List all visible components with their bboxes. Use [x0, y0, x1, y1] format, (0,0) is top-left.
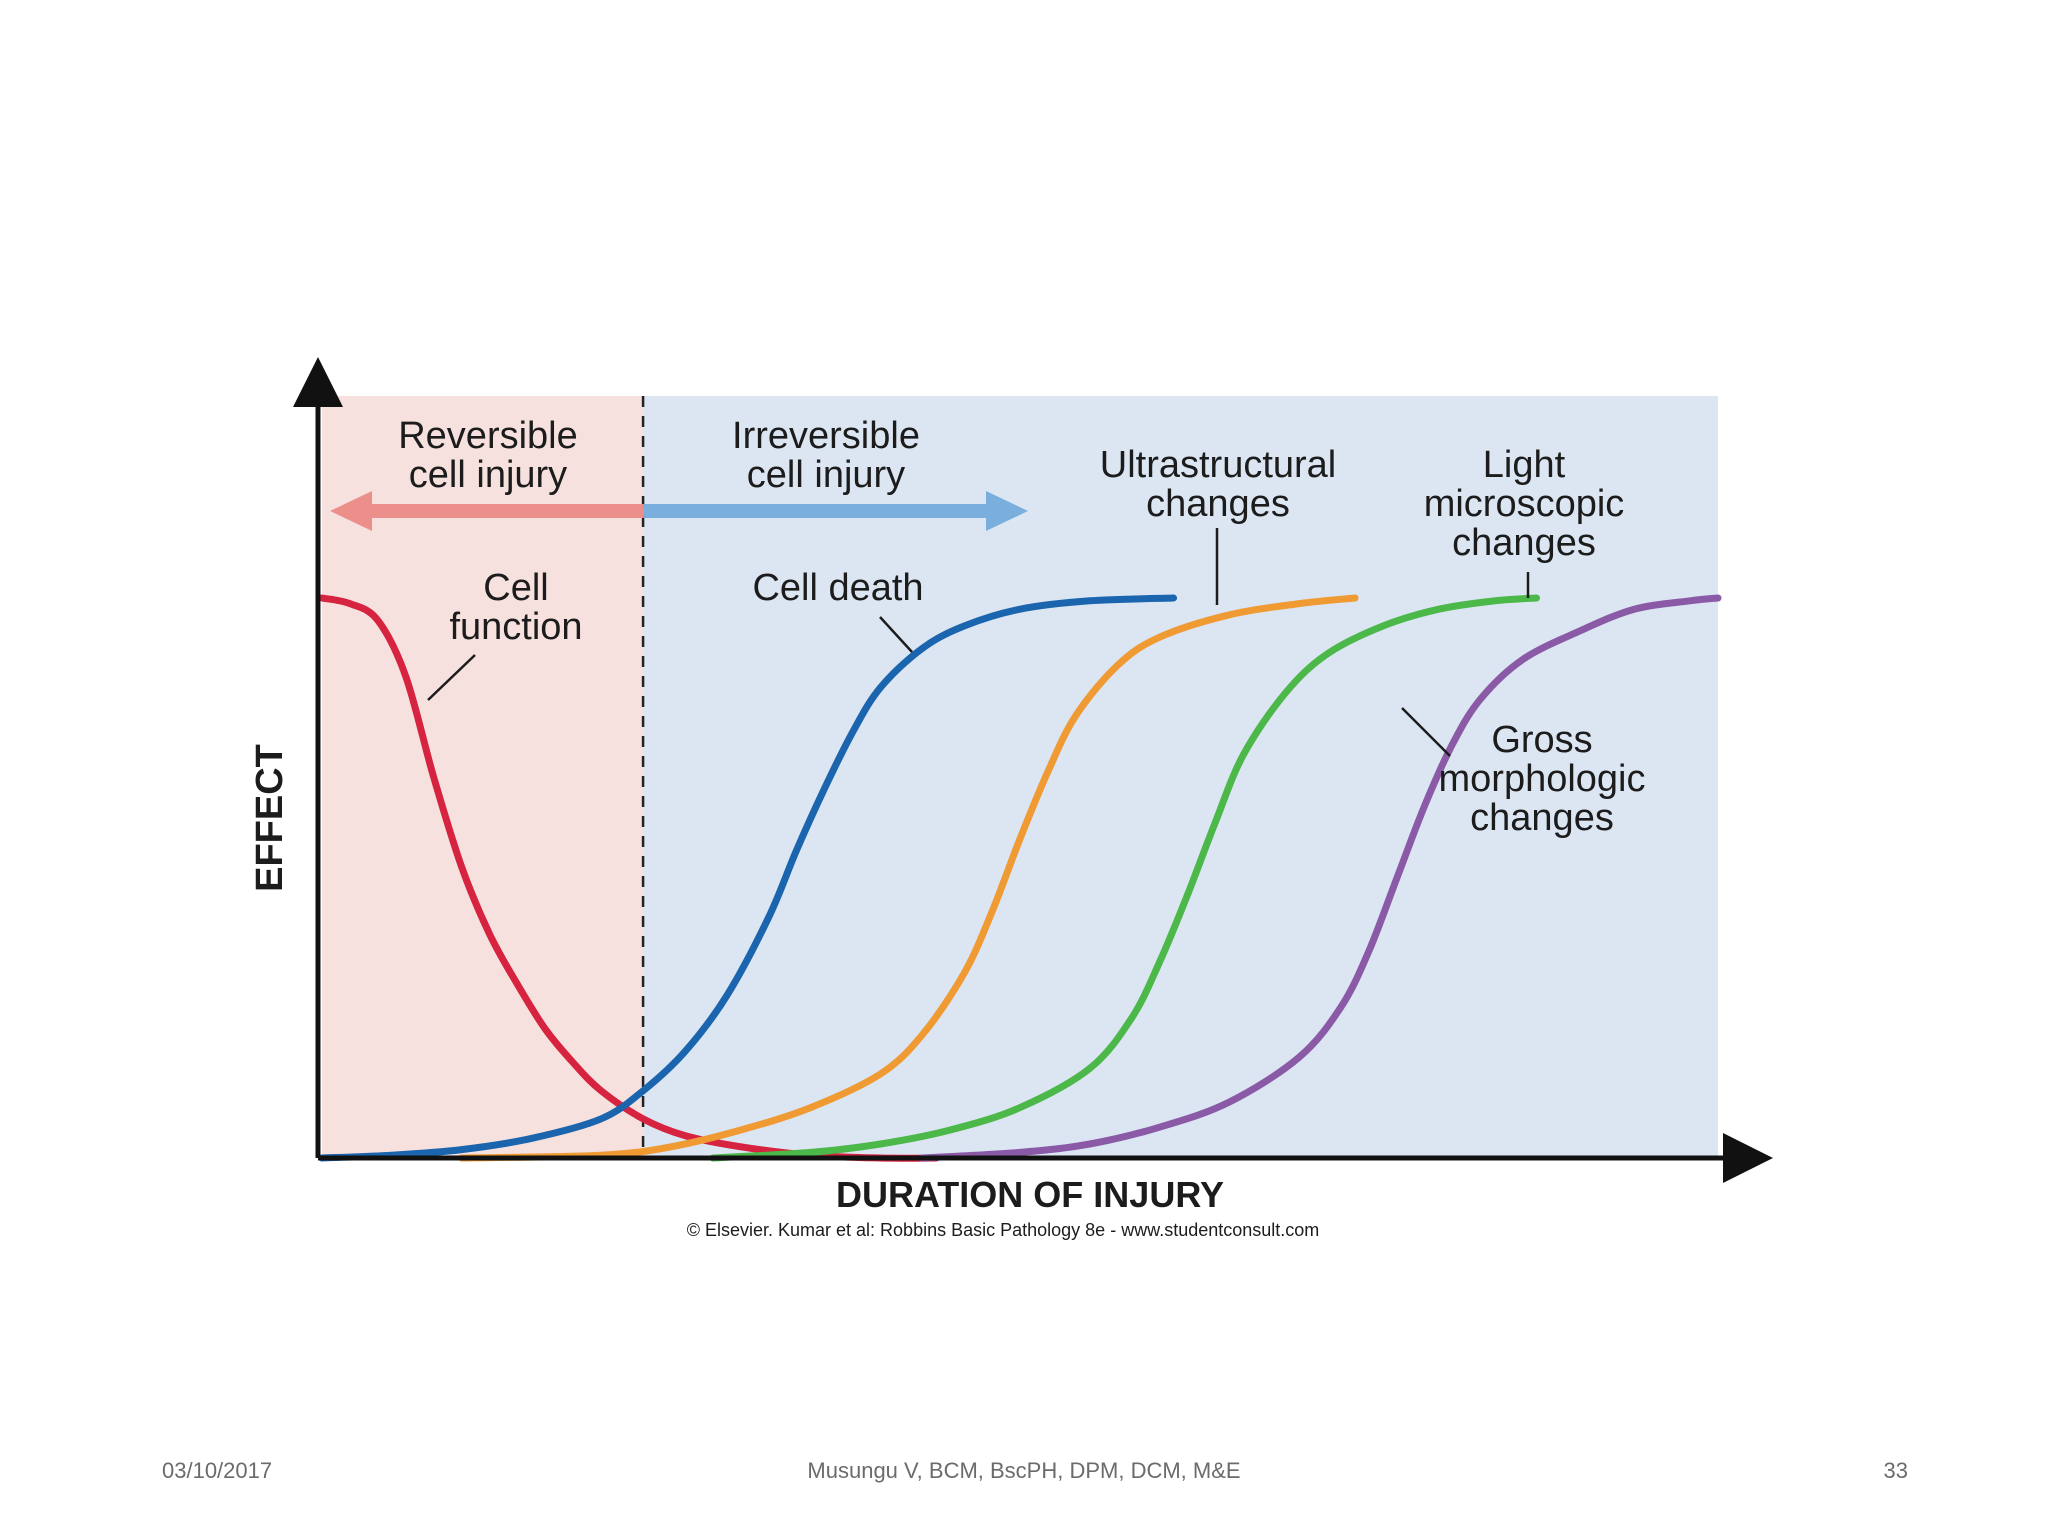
irreversible-arrow — [643, 491, 1028, 531]
y-axis-label: EFFECT — [249, 744, 291, 892]
cell-death-label: Cell death — [752, 567, 923, 609]
cell-function-curve — [318, 594, 940, 1162]
irreversible-region — [643, 396, 1718, 1158]
reversible-region — [322, 396, 644, 1158]
gross-morphologic-changes-curve — [918, 594, 1722, 1162]
cell-death-curve — [318, 594, 1178, 1162]
copyright-credit: © Elsevier. Kumar et al: Robbins Basic P… — [687, 1220, 1320, 1240]
x-axis-label: DURATION OF INJURY — [836, 1174, 1224, 1215]
cell-death-leader — [879, 616, 913, 653]
footer-author: Musungu V, BCM, BscPH, DPM, DCM, M&E — [807, 1458, 1241, 1483]
gross-morphologic-leader — [1401, 707, 1451, 757]
cell-function-leader — [427, 654, 476, 701]
footer-page-number: 33 — [1883, 1458, 1908, 1483]
reversible-arrow — [330, 491, 644, 531]
footer-date: 03/10/2017 — [162, 1458, 273, 1483]
light-microscopic-changes-curve — [709, 594, 1541, 1162]
ultrastructural-changes-curve — [458, 594, 1359, 1162]
